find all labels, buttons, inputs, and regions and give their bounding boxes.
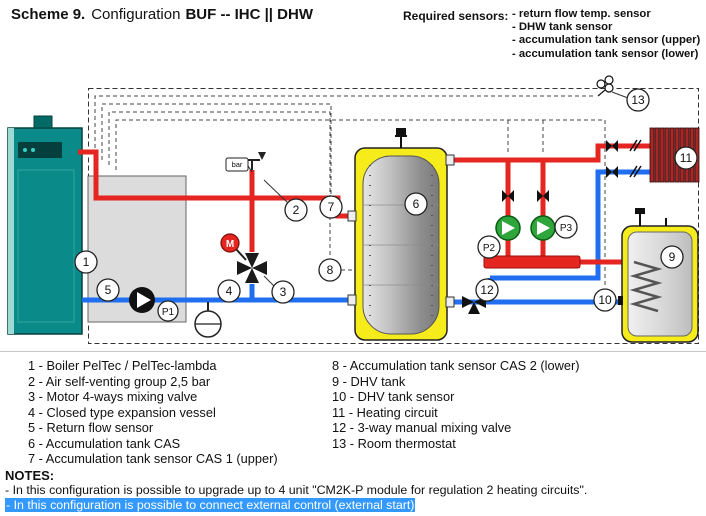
- required-sensor-item: - DHW tank sensor: [512, 21, 613, 34]
- callout-p3: P3: [554, 215, 578, 239]
- callout-p1: P1: [157, 300, 179, 322]
- pump-p2: [495, 215, 521, 241]
- required-sensor-item: - return flow temp. sensor: [512, 8, 651, 20]
- legend-item: 3 - Motor 4-ways mixing valve: [28, 389, 198, 404]
- air-vent-group: [225, 152, 266, 173]
- title-label: Configuration: [91, 6, 181, 23]
- svg-text:13: 13: [631, 93, 645, 107]
- sensor-control-lines: [94, 95, 622, 301]
- legend-column-right: 8 - Accumulation tank sensor CAS 2 (lowe…: [332, 358, 580, 451]
- callout-3: 3: [271, 280, 295, 304]
- svg-text:12: 12: [480, 283, 494, 297]
- legend-item: 13 - Room thermostat: [332, 435, 456, 451]
- required-sensors-list: - return flow temp. sensor - DHW tank se…: [512, 8, 700, 61]
- note-line-highlighted: - In this configuration is possible to c…: [5, 498, 416, 512]
- callout-13: 13: [626, 88, 650, 112]
- svg-text:3: 3: [280, 285, 287, 299]
- svg-text:2: 2: [293, 203, 300, 217]
- room-thermostat: [596, 75, 614, 97]
- svg-text:P3: P3: [560, 223, 573, 234]
- svg-text:P2: P2: [483, 243, 496, 254]
- svg-text:8: 8: [327, 263, 334, 277]
- callout-3-leader: [263, 275, 275, 287]
- required-sensor-item: - accumulation tank sensor (upper): [512, 34, 701, 47]
- svg-text:11: 11: [680, 151, 693, 165]
- motor-mixing-valve: [235, 248, 267, 283]
- legend-item: 10 - DHV tank sensor: [332, 389, 455, 404]
- dhw-supply-manifold: [483, 255, 581, 269]
- callout-2: 2: [284, 198, 308, 222]
- callout-10: 10: [593, 288, 617, 312]
- schematic-diagram: bar: [7, 75, 700, 344]
- separator-line: [0, 351, 706, 352]
- callout-12: 12: [475, 278, 499, 302]
- svg-text:5: 5: [105, 283, 112, 297]
- svg-text:10: 10: [598, 293, 612, 307]
- callout-p2: P2: [477, 235, 501, 259]
- configuration-name: BUF -- IHC || DHW: [185, 6, 313, 23]
- thermostat-leader: [611, 91, 629, 99]
- legend-item: 4 - Closed type expansion vessel: [28, 404, 216, 420]
- legend-item: 1 - Boiler PelTec / PelTec-lambda: [28, 358, 217, 373]
- expansion-vessel: [194, 302, 222, 338]
- legend-item: 5 - Return flow sensor: [28, 420, 154, 435]
- radiator-valves: [606, 140, 618, 178]
- pump-p3: [530, 215, 556, 241]
- svg-text:9: 9: [669, 250, 676, 264]
- pump-p1: [129, 287, 155, 313]
- svg-text:7: 7: [328, 200, 335, 214]
- required-sensor-item: - accumulation tank sensor (lower): [512, 47, 699, 60]
- legend-item: 7 - Accumulation tank sensor CAS 1 (uppe…: [28, 451, 278, 466]
- svg-text:M: M: [226, 239, 234, 250]
- legend-column-left: 1 - Boiler PelTec / PelTec-lambda 2 - Ai…: [28, 358, 278, 467]
- valve-motor-badge: M: [220, 233, 240, 253]
- legend-item: 12 - 3-way manual mixing valve: [332, 420, 512, 435]
- callout-9: 9: [660, 245, 684, 269]
- legend-item: 11 - Heating circuit: [332, 404, 438, 420]
- callout-5: 5: [96, 278, 120, 302]
- callout-11: 11: [674, 146, 698, 170]
- callout-6: 6: [404, 192, 428, 216]
- callout-4: 4: [217, 279, 241, 303]
- svg-text:6: 6: [413, 197, 420, 211]
- dhv-tank: [618, 208, 699, 343]
- legend-item: 8 - Accumulation tank sensor CAS 2 (lowe…: [332, 358, 580, 373]
- notes-section: NOTES: - In this configuration is possib…: [5, 468, 587, 513]
- legend-item: 9 - DHV tank: [332, 373, 406, 389]
- notes-label: NOTES:: [5, 468, 55, 483]
- callout-7: 7: [319, 195, 343, 219]
- boiler: [7, 115, 83, 335]
- svg-text:P1: P1: [162, 307, 175, 318]
- note-line: - In this configuration is possible to u…: [5, 483, 588, 497]
- svg-text:4: 4: [226, 284, 233, 298]
- svg-text:1: 1: [83, 255, 90, 269]
- callout-2-leader: [263, 179, 289, 204]
- check-valves: [502, 190, 549, 202]
- legend-item: 6 - Accumulation tank CAS: [28, 435, 181, 451]
- required-sensors-label: Required sensors:: [403, 9, 509, 23]
- legend-item: 2 - Air self-venting group 2,5 bar: [28, 373, 211, 389]
- callout-1: 1: [74, 250, 98, 274]
- scheme-number: Scheme 9.: [11, 6, 86, 23]
- callout-8: 8: [318, 258, 342, 282]
- gauge-label: bar: [232, 160, 243, 169]
- accumulation-tank: [347, 128, 455, 341]
- pipe-break-marks: [629, 139, 642, 178]
